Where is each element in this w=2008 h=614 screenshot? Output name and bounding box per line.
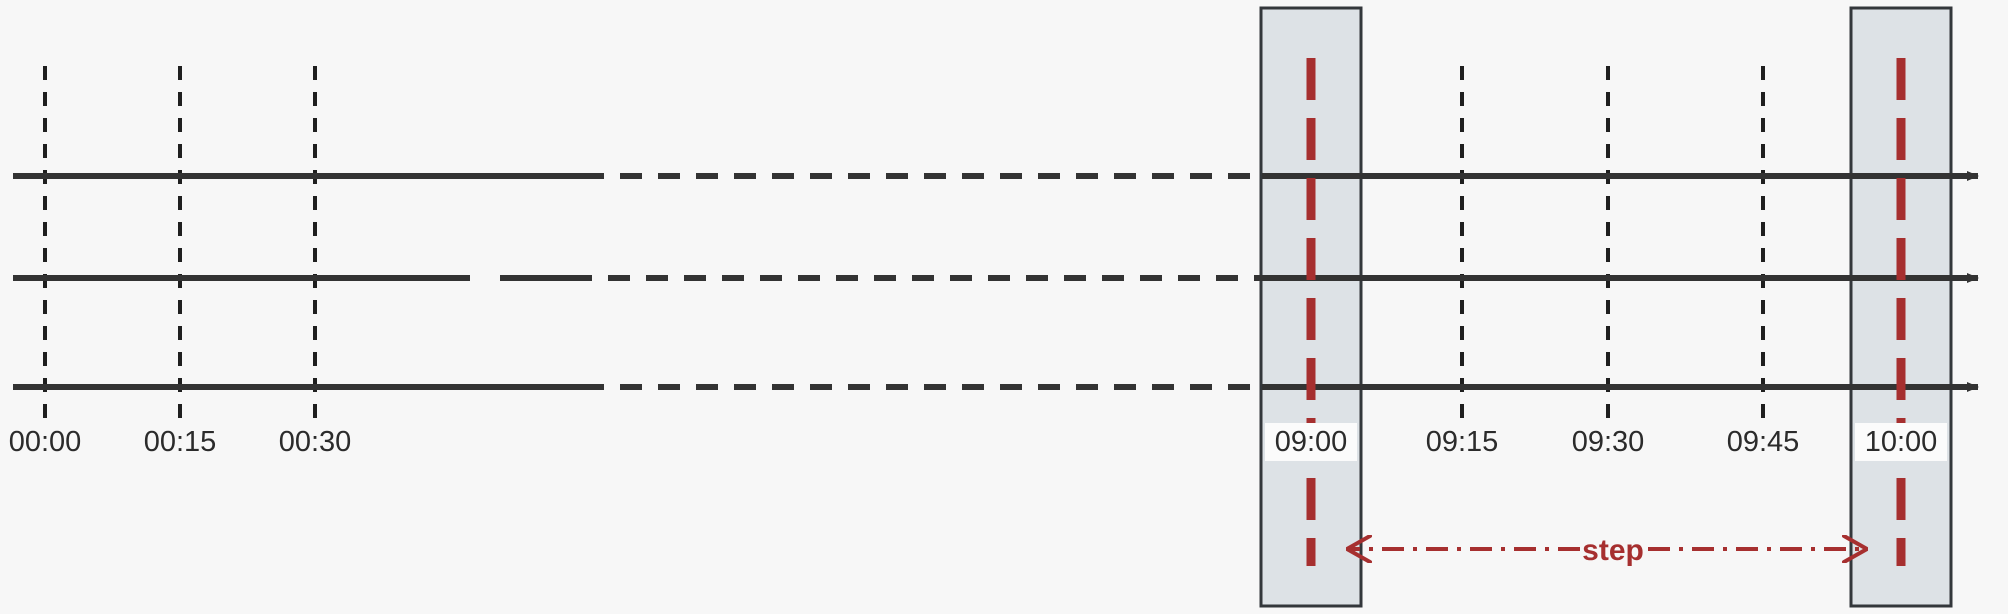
- tick-label-00-15: 00:15: [144, 426, 217, 458]
- tick-label-box-10-00: [1855, 423, 1947, 461]
- tick-label-00-30: 00:30: [279, 426, 352, 458]
- gridlines: [43, 66, 1765, 425]
- step-annotation-label: step: [1582, 534, 1644, 567]
- tick-label-09-45: 09:45: [1727, 426, 1800, 458]
- tick-label-10-00: 10:00: [1865, 426, 1938, 458]
- tick-label-box-09-00: [1265, 423, 1357, 461]
- tick-labels: 00:00 00:15 00:30 09:00 09:15 09:30 09:4…: [9, 423, 1947, 461]
- tick-label-00-00: 00:00: [9, 426, 82, 458]
- tick-label-09-30: 09:30: [1572, 426, 1645, 458]
- step-markers: [1306, 58, 1906, 566]
- tick-label-09-00: 09:00: [1275, 426, 1348, 458]
- tick-label-09-15: 09:15: [1426, 426, 1499, 458]
- timelines: [13, 171, 1979, 392]
- step-annotation: step: [1348, 534, 1866, 567]
